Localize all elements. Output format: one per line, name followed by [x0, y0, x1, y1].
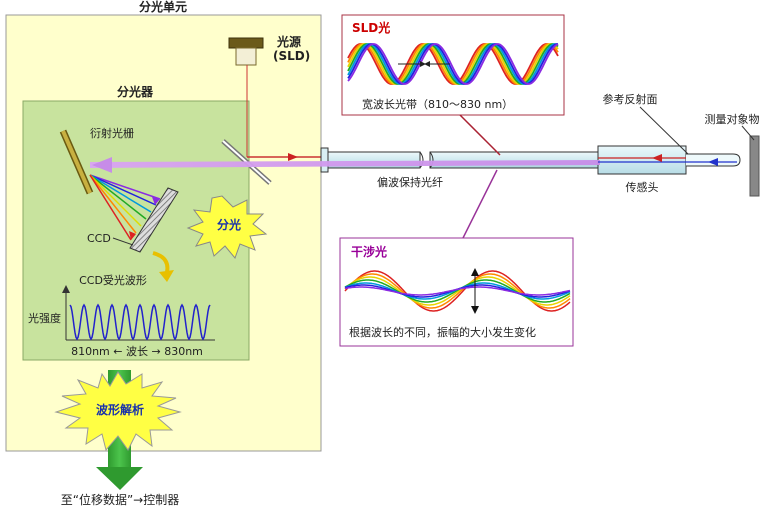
ccd-waveform-label: CCD受光波形 [79, 273, 147, 287]
grating-label: 衍射光栅 [90, 126, 134, 140]
wavelength-axis-label: 810nm ← 波长 → 830nm [71, 345, 203, 358]
target-label: 测量对象物 [705, 112, 760, 126]
interference-wave-2 [344, 276, 571, 306]
spectrometer-title: 分光器 [117, 84, 154, 99]
analysis-arrow: 波形解析 [54, 370, 182, 490]
sld-light-panel: SLD光 宽波长光带（810～830 nm） [341, 14, 565, 116]
output-label: 至“位移数据”→控制器 [61, 492, 180, 507]
light-source-sub: (SLD) [273, 49, 310, 63]
sld-wave-6 [347, 43, 559, 85]
red-arrow-head [652, 154, 662, 162]
sensor-head-label: 传感头 [626, 181, 659, 194]
waveform-analysis-label: 波形解析 [96, 402, 144, 417]
interference-panel: 干涉光 根据波长的不同，振幅的大小发生变化 [339, 237, 574, 347]
spectrum-fan [89, 174, 161, 241]
light-source-label: 光源 [276, 34, 301, 49]
broadband-label: 宽波长光带（810～830 nm） [362, 97, 513, 111]
light-source: 光源 (SLD) [228, 34, 310, 66]
return-arrow [92, 157, 112, 173]
diffraction-grating: 衍射光栅 [59, 126, 134, 195]
sld-light-title: SLD光 [352, 20, 390, 35]
target-object [749, 135, 760, 197]
return-beam [90, 160, 600, 168]
ccd-label: CCD [87, 232, 111, 245]
fiber: 偏波保持光纤 [320, 147, 599, 189]
dispersion-burst: 分光 [186, 195, 268, 259]
sensor-head: 传感头 [597, 145, 687, 194]
forward-arrow [288, 153, 298, 161]
fiber-label: 偏波保持光纤 [377, 175, 443, 189]
blue-arrow [708, 158, 718, 166]
reference-surface-label: 参考反射面 [603, 92, 658, 106]
interference-wave-6 [344, 286, 571, 296]
interference-note: 根据波长的不同，振幅的大小发生变化 [349, 325, 536, 339]
ccd-sensor: CCD [87, 187, 179, 253]
ccd-waveform-curve [69, 303, 211, 341]
ccd-waveform-graph: 光强度 810nm ← 波长 → 830nm [28, 285, 215, 358]
spectral-unit-title: 分光单元 [139, 0, 187, 14]
intensity-label: 光强度 [28, 311, 61, 325]
interference-title: 干涉光 [351, 244, 387, 259]
sld-wave-5 [347, 43, 558, 85]
dispersion-label: 分光 [217, 217, 241, 232]
